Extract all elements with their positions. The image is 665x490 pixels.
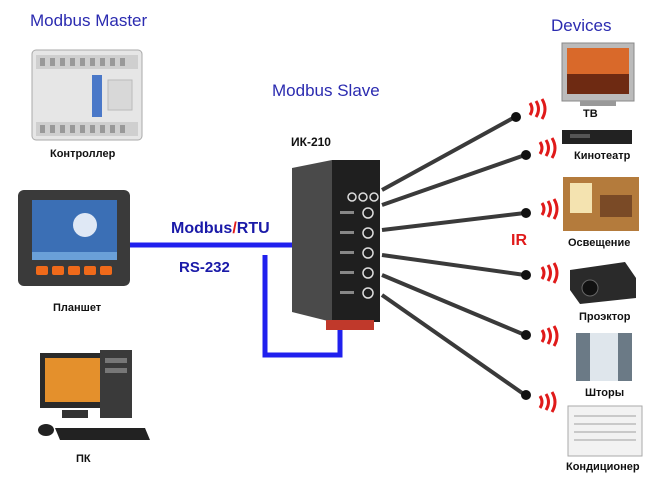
home-theater-icon bbox=[562, 130, 632, 144]
rs232-cable bbox=[130, 242, 343, 358]
curtains-label: Шторы bbox=[585, 387, 625, 399]
modbus-master-heading: Modbus Master bbox=[30, 11, 148, 30]
controller-icon bbox=[31, 49, 143, 141]
ik210-label: ИК-210 bbox=[291, 135, 331, 149]
protocol-modbus: Modbus bbox=[171, 220, 233, 237]
protocol-label: Modbus/RTU bbox=[171, 220, 270, 238]
ir-emitter-tips bbox=[511, 112, 531, 400]
ir-waves bbox=[528, 98, 559, 413]
home-theater-label: Кинотеатр bbox=[574, 150, 631, 162]
protocol-rtu: RTU bbox=[236, 220, 270, 237]
pc-icon bbox=[38, 350, 150, 440]
lighting-label: Освещение bbox=[568, 237, 631, 249]
modbus-slave-heading: Modbus Slave bbox=[272, 81, 380, 100]
projector-label: Проэктор bbox=[579, 311, 631, 323]
pc-label: ПК bbox=[76, 453, 91, 465]
protocol-separator: / bbox=[232, 220, 237, 237]
tablet-label: Планшет bbox=[53, 302, 102, 314]
lighting-icon bbox=[563, 177, 639, 231]
tv-icon bbox=[561, 42, 635, 106]
air-conditioner-label: Кондиционер bbox=[566, 461, 640, 473]
devices-heading: Devices bbox=[551, 16, 612, 35]
tablet-icon bbox=[18, 190, 130, 286]
ik210-module-icon bbox=[292, 160, 380, 330]
controller-label: Контроллер bbox=[50, 148, 116, 160]
air-conditioner-icon bbox=[567, 405, 643, 457]
interface-label: RS-232 bbox=[179, 259, 230, 276]
ir-label: IR bbox=[511, 232, 527, 249]
ir-cables bbox=[380, 115, 527, 397]
projector-icon bbox=[570, 262, 636, 304]
curtains-icon bbox=[576, 333, 632, 381]
tv-label: ТВ bbox=[583, 108, 598, 120]
